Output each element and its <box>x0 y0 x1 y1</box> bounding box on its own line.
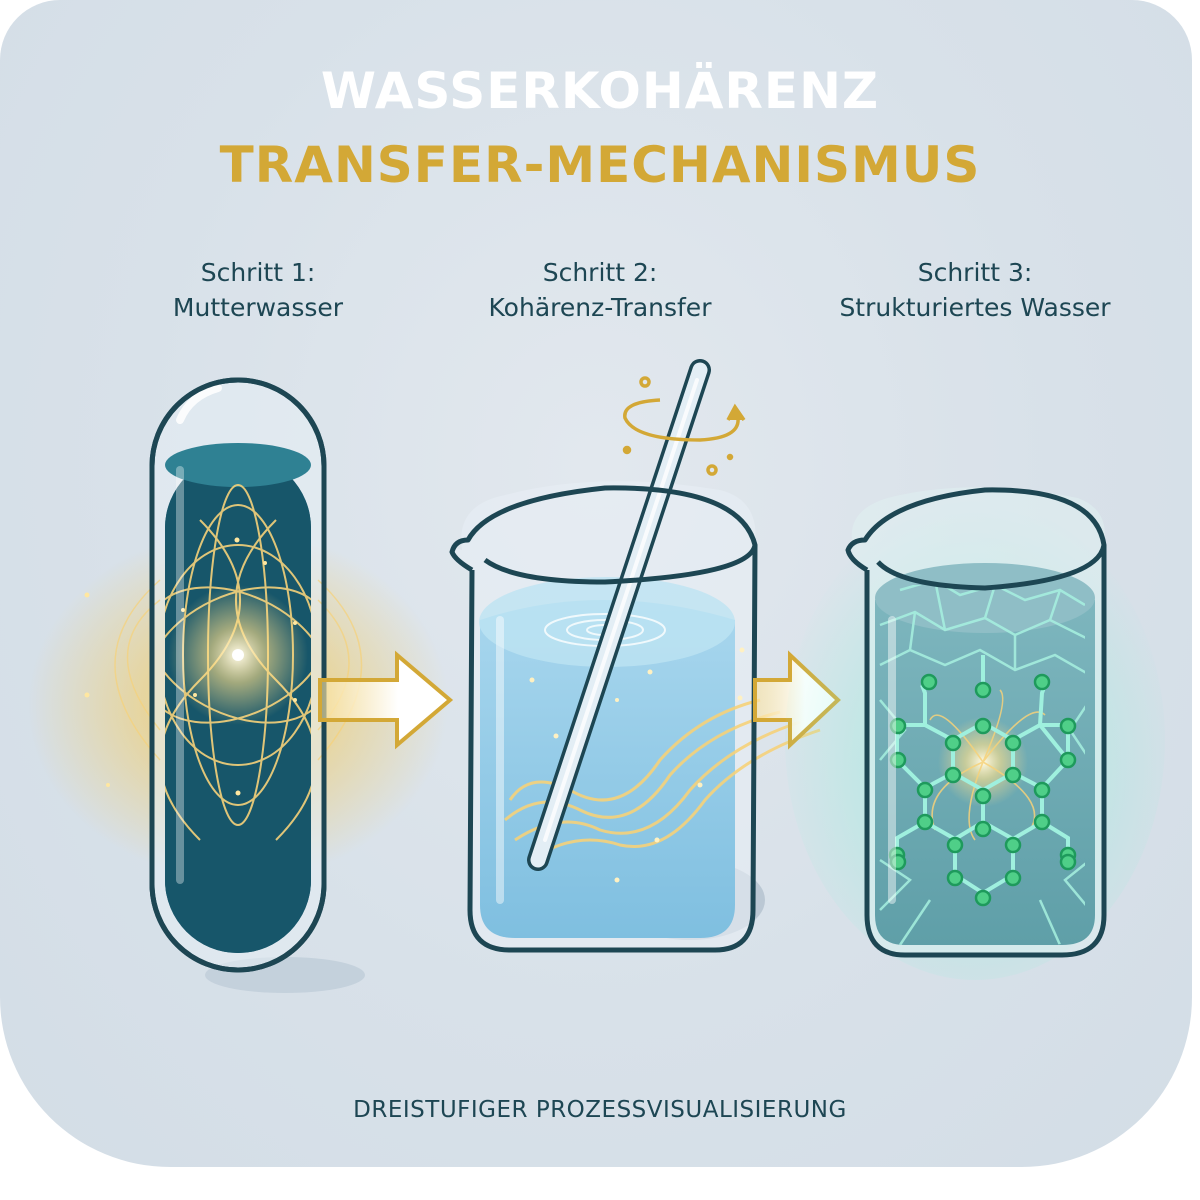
step-3-label: Schritt 3: Strukturiertes Wasser <box>795 255 1155 325</box>
step-1-number: Schritt 1: <box>200 258 316 287</box>
footer-caption: DREISTUFIGER PROZESSVISUALISIERUNG <box>353 1097 847 1123</box>
step-2-name: Kohärenz-Transfer <box>488 293 712 322</box>
title-line-1: WASSERKOHÄRENZ <box>320 62 880 120</box>
step-1-name: Mutterwasser <box>172 293 344 322</box>
step-3-beaker <box>785 487 1165 980</box>
step-3-name: Strukturiertes Wasser <box>839 293 1111 322</box>
step-1-label: Schritt 1: Mutterwasser <box>78 255 438 325</box>
step-2-number: Schritt 2: <box>542 258 658 287</box>
process-illustration <box>28 359 1165 993</box>
infographic-card: WASSERKOHÄRENZ TRANSFER-MECHANISMUS Schr… <box>0 0 1192 1167</box>
title-line-2: TRANSFER-MECHANISMUS <box>219 136 981 194</box>
step-1-test-tube <box>28 377 448 993</box>
step-2-label: Schritt 2: Kohärenz-Transfer <box>420 255 780 325</box>
molecule-nodes <box>888 673 1077 907</box>
step-3-number: Schritt 3: <box>917 258 1033 287</box>
step-2-beaker <box>449 359 821 953</box>
rotation-arrow-icon <box>622 376 746 476</box>
stirring-rod-icon <box>527 359 711 871</box>
right-arrow-icon <box>318 650 454 750</box>
